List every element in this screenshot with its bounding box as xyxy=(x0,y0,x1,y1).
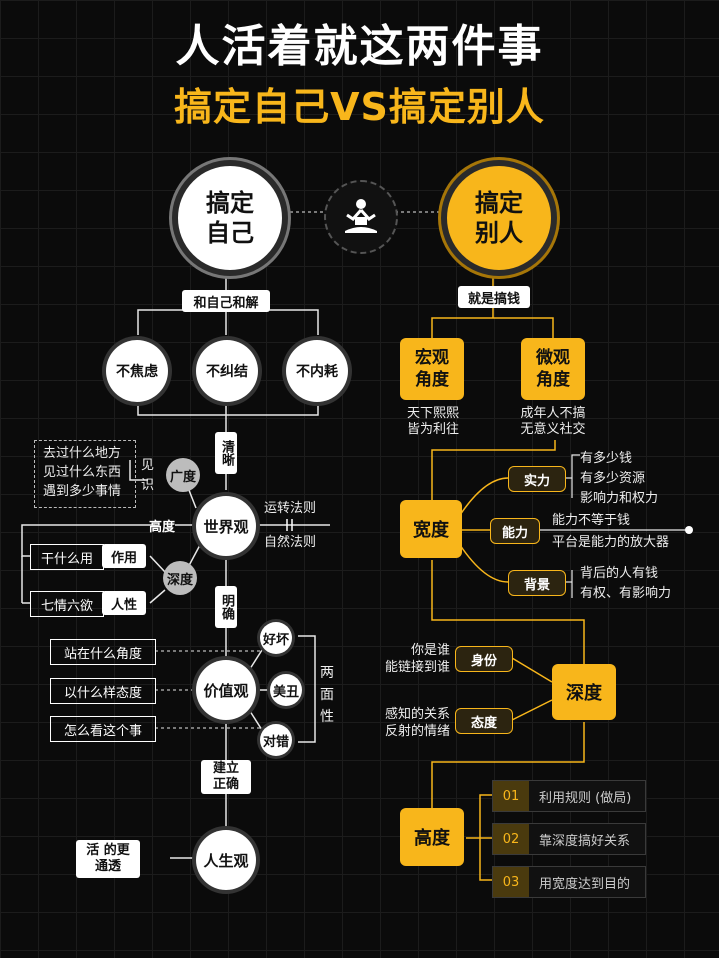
page-subtitle: 搞定自己VS搞定别人 xyxy=(174,85,545,129)
page-title: 人活着就这两件事 xyxy=(175,21,544,72)
background-item: 有权、有影响力 xyxy=(580,586,672,601)
root-self-node: 搞定自己 xyxy=(172,160,288,276)
clarify-label: 明确 xyxy=(215,586,237,628)
background-node: 背景 xyxy=(508,570,566,596)
micro-label: 微观角度 xyxy=(536,348,570,390)
humanity-label: 人性 xyxy=(102,591,146,615)
build-correct-label: 建立正确 xyxy=(201,760,251,794)
no-drain-node: 不内耗 xyxy=(286,340,348,402)
experience-item: 去过什么地方 xyxy=(43,446,122,461)
depth-node: 深度 xyxy=(163,561,197,595)
height-node-right: 高度 xyxy=(400,808,464,866)
purpose-question: 干什么用 xyxy=(30,544,104,570)
clear-label: 清晰 xyxy=(215,432,237,474)
strength-item: 有多少资源 xyxy=(580,471,646,486)
reconcile-label: 和自己和解 xyxy=(182,290,270,312)
rank-number: 02 xyxy=(493,824,529,854)
values-node: 价值观 xyxy=(196,660,256,720)
rank-text: 靠深度搞好关系 xyxy=(539,833,631,849)
build-correct-text: 建立正确 xyxy=(212,761,239,792)
root-self-label: 搞定自己 xyxy=(206,189,254,247)
width-node: 宽度 xyxy=(400,500,462,558)
breadth-node: 广度 xyxy=(166,458,200,492)
identity-desc-2: 能链接到谁 xyxy=(384,660,450,675)
macro-node: 宏观角度 xyxy=(400,338,464,400)
good-bad-node: 好坏 xyxy=(260,622,292,654)
rank-text: 用宽度达到目的 xyxy=(539,876,631,892)
emotion-question: 七情六欲 xyxy=(30,591,104,617)
ability-item: 平台是能力的放大器 xyxy=(552,535,670,550)
right-wrong-node: 对错 xyxy=(260,724,292,756)
meditation-icon xyxy=(324,180,398,254)
macro-desc-2: 皆为利往 xyxy=(406,422,459,437)
value-question: 站在什么角度 xyxy=(50,639,156,665)
ability-node: 能力 xyxy=(490,518,540,544)
rank-item-1: 01 利用规则 (做局) xyxy=(492,780,646,812)
ability-item: 能力不等于钱 xyxy=(552,513,631,528)
value-question: 以什么样态度 xyxy=(50,678,156,704)
rank-number: 01 xyxy=(493,781,529,811)
strength-item: 有多少钱 xyxy=(580,451,633,466)
law-operating: 运转法则 xyxy=(264,501,317,516)
root-others-node: 搞定别人 xyxy=(441,160,557,276)
depth-node-right: 深度 xyxy=(552,664,616,720)
strength-node: 实力 xyxy=(508,466,566,492)
background-item: 背后的人有钱 xyxy=(580,566,659,581)
make-money-label: 就是搞钱 xyxy=(458,286,530,308)
strength-item: 影响力和权力 xyxy=(580,491,659,506)
beauty-ugly-node: 美丑 xyxy=(270,674,302,706)
rank-item-3: 03 用宽度达到目的 xyxy=(492,866,646,898)
root-others-label: 搞定别人 xyxy=(475,189,523,247)
identity-node: 身份 xyxy=(455,646,513,672)
law-natural: 自然法则 xyxy=(264,535,317,550)
worldview-node: 世界观 xyxy=(196,496,256,556)
rank-text: 利用规则 (做局) xyxy=(539,790,632,806)
attitude-desc-1: 感知的关系 xyxy=(384,707,450,722)
life-view-node: 人生观 xyxy=(196,830,256,890)
experience-box: 去过什么地方 见过什么东西 遇到多少事情 xyxy=(34,440,136,508)
purpose-label: 作用 xyxy=(102,544,146,568)
identity-desc-1: 你是谁 xyxy=(410,643,450,658)
two-sided-label: 两面性 xyxy=(320,665,334,725)
no-struggle-node: 不纠结 xyxy=(196,340,258,402)
experience-item: 遇到多少事情 xyxy=(43,484,122,499)
micro-desc-1: 成年人不搞 xyxy=(520,406,586,421)
no-anxiety-node: 不焦虑 xyxy=(106,340,168,402)
micro-node: 微观角度 xyxy=(521,338,585,400)
experience-label: 见识 xyxy=(141,458,155,493)
rank-number: 03 xyxy=(493,867,529,897)
attitude-desc-2: 反射的情绪 xyxy=(384,724,450,739)
rank-item-2: 02 靠深度搞好关系 xyxy=(492,823,646,855)
height-node: 高度 xyxy=(148,519,175,535)
value-question: 怎么看这个事 xyxy=(50,716,156,742)
macro-desc-1: 天下熙熙 xyxy=(406,406,459,421)
macro-label: 宏观角度 xyxy=(415,348,449,390)
micro-desc-2: 无意义社交 xyxy=(520,422,586,437)
attitude-node: 态度 xyxy=(455,708,513,734)
live-clearer-text: 活 的更通透 xyxy=(86,843,130,874)
experience-item: 见过什么东西 xyxy=(43,465,122,480)
live-clearer-label: 活 的更通透 xyxy=(76,840,140,878)
